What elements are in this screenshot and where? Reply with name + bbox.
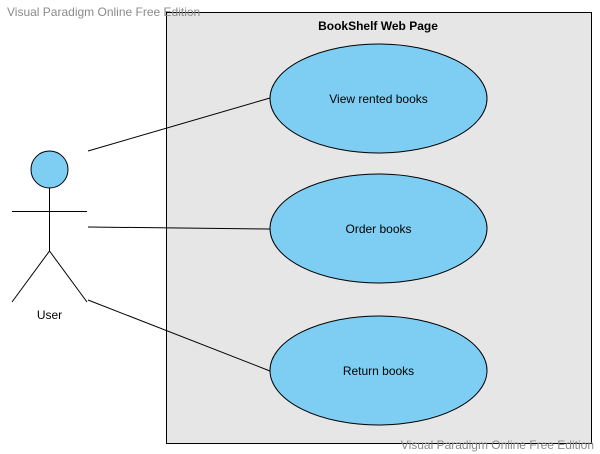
watermark-top: Visual Paradigm Online Free Edition (7, 5, 201, 19)
use-case-return-books[interactable]: Return books (269, 315, 488, 426)
use-case-label: Order books (345, 222, 411, 236)
association-line-view-rented (87, 97, 271, 152)
system-boundary-title: BookShelf Web Page (318, 19, 438, 33)
actor-head-icon (30, 150, 69, 189)
use-case-order-books[interactable]: Order books (269, 173, 488, 284)
watermark-bottom: Visual Paradigm Online Free Edition (400, 438, 594, 452)
association-line-return (87, 299, 271, 372)
actor-label: User (37, 308, 62, 322)
association-line-order (87, 226, 271, 230)
use-case-label: Return books (343, 364, 414, 378)
use-case-view-rented-books[interactable]: View rented books (269, 43, 488, 154)
actor-right-leg (49, 250, 88, 303)
use-case-label: View rented books (329, 92, 428, 106)
use-case-ellipse (269, 315, 488, 426)
use-case-ellipse (269, 173, 488, 284)
actor-user[interactable]: User (11, 150, 88, 322)
actor-left-leg (11, 250, 50, 303)
use-case-ellipse (269, 43, 488, 154)
